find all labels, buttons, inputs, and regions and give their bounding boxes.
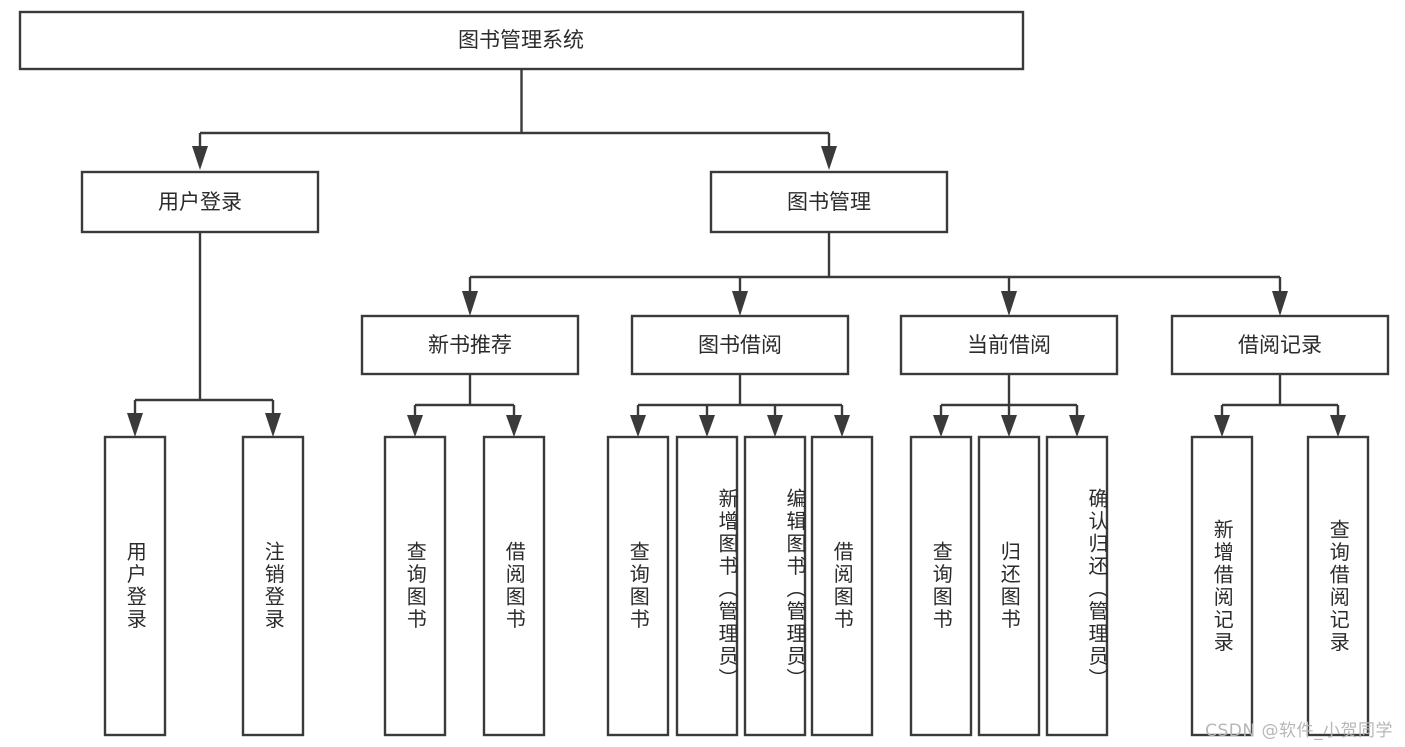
node-book-manage-label: 图书管理 bbox=[787, 190, 871, 214]
node-book-borrow[interactable]: 图书借阅 bbox=[630, 314, 850, 376]
node-current-borrow-label: 当前借阅 bbox=[967, 333, 1051, 357]
leaf-box-borrow-book-2[interactable] bbox=[810, 435, 874, 737]
leaf-box-edit-book[interactable] bbox=[743, 435, 807, 737]
connector-currentborrow-to-leaves bbox=[933, 374, 1085, 437]
leaf-box-add-record[interactable] bbox=[1190, 435, 1254, 737]
node-book-borrow-label: 图书借阅 bbox=[698, 333, 782, 357]
node-book-manage[interactable]: 图书管理 bbox=[709, 170, 949, 234]
node-root[interactable]: 图书管理系统 bbox=[18, 10, 1025, 71]
connector-bookmanage-to-level3 bbox=[462, 232, 1288, 316]
node-user-login[interactable]: 用户登录 bbox=[80, 170, 320, 234]
leaf-box-return-book[interactable] bbox=[977, 435, 1041, 737]
leaf-box-query-book-3[interactable] bbox=[909, 435, 973, 737]
leaf-box-borrow-book-1[interactable] bbox=[482, 435, 546, 737]
leaf-box-user-login[interactable] bbox=[103, 435, 167, 737]
leaf-box-query-book-1[interactable] bbox=[383, 435, 447, 737]
node-root-label: 图书管理系统 bbox=[458, 28, 584, 52]
leaf-box-add-book[interactable] bbox=[675, 435, 739, 737]
node-borrow-record-label: 借阅记录 bbox=[1238, 333, 1322, 357]
leaf-box-confirm-return[interactable] bbox=[1045, 435, 1109, 737]
leaf-box-query-record[interactable] bbox=[1306, 435, 1370, 737]
node-current-borrow[interactable]: 当前借阅 bbox=[899, 314, 1119, 376]
connector-root-to-level2 bbox=[192, 69, 837, 170]
node-new-book-recommend[interactable]: 新书推荐 bbox=[360, 314, 580, 376]
node-user-login-label: 用户登录 bbox=[158, 190, 242, 214]
leaf-box-user-logout[interactable] bbox=[241, 435, 305, 737]
node-borrow-record[interactable]: 借阅记录 bbox=[1170, 314, 1390, 376]
watermark: CSDN @软件_小贺同学 bbox=[1205, 721, 1393, 741]
connector-newbook-to-leaves bbox=[407, 374, 522, 437]
connector-borrowrecord-to-leaves bbox=[1214, 374, 1346, 437]
node-new-book-recommend-label: 新书推荐 bbox=[428, 333, 512, 357]
leaf-boxes bbox=[103, 435, 1370, 737]
connector-bookborrow-to-leaves bbox=[630, 374, 850, 437]
connector-userlogin-to-leaves bbox=[127, 232, 281, 437]
leaf-box-query-book-2[interactable] bbox=[606, 435, 670, 737]
